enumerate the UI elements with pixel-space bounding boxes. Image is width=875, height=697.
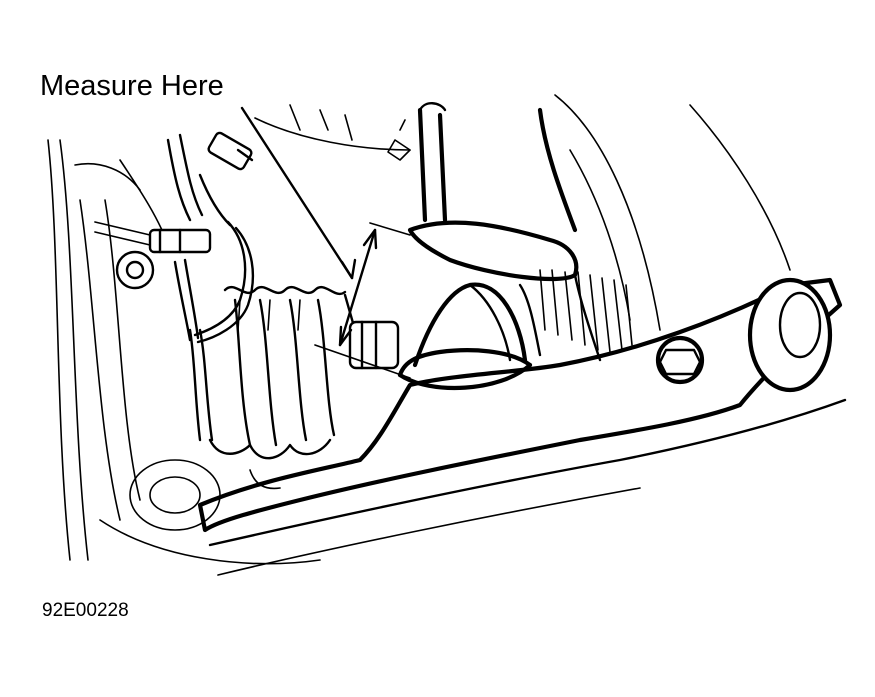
lower-ball-joint bbox=[348, 282, 533, 390]
measurement-arrowhead-top bbox=[362, 228, 378, 250]
measure-extension-upper bbox=[369, 222, 411, 236]
lower-control-arm bbox=[197, 277, 847, 576]
brake-hose-assembly bbox=[94, 131, 255, 344]
upper-frame bbox=[254, 94, 791, 331]
lower-body-shapes bbox=[99, 459, 321, 565]
steering-boot bbox=[188, 285, 367, 460]
measurement-arrowhead-bottom bbox=[338, 325, 353, 347]
body-panel-left bbox=[47, 139, 171, 561]
shock-hatching bbox=[518, 269, 633, 357]
measurement-arrow-line bbox=[338, 228, 377, 347]
measure-callout bbox=[240, 106, 411, 379]
leader-arrowhead bbox=[340, 258, 357, 280]
figure-id: 92E00228 bbox=[42, 600, 129, 621]
measure-extension-lower bbox=[314, 344, 411, 379]
measure-here-label: Measure Here bbox=[40, 70, 224, 102]
upper-bracket bbox=[407, 102, 602, 362]
callout-leader-line bbox=[240, 106, 354, 280]
